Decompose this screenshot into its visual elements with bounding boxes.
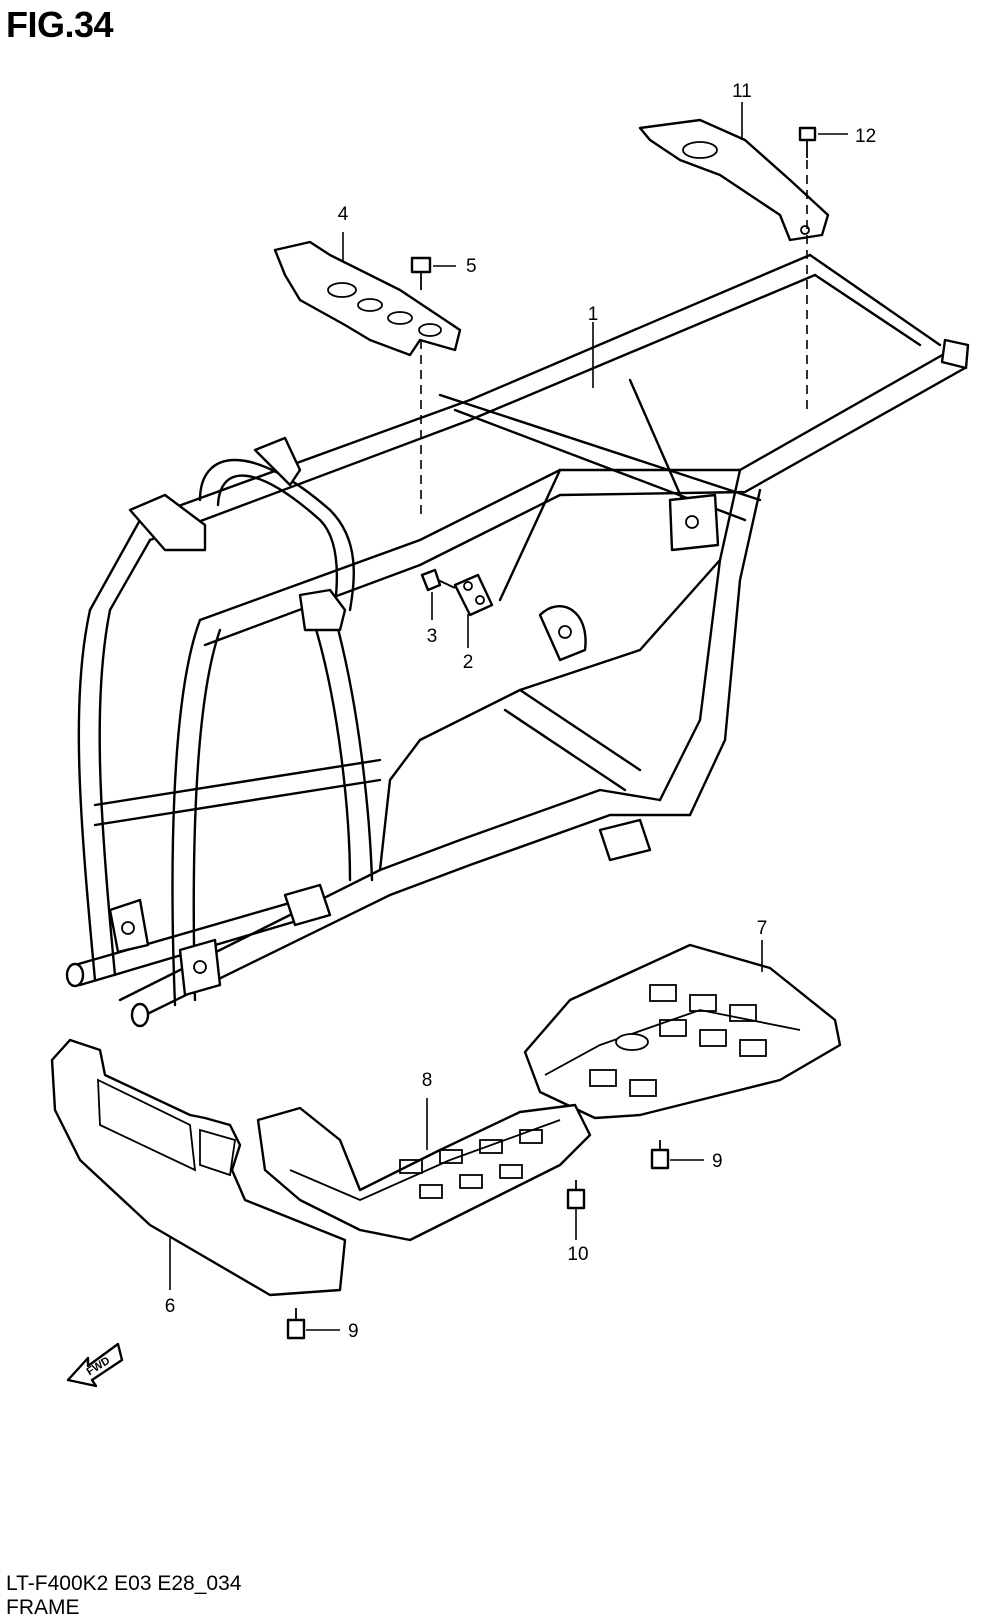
callout-5: 5 [466, 256, 477, 277]
callout-2: 2 [463, 652, 474, 673]
callout-4: 4 [338, 204, 349, 225]
frame-drawing [65, 253, 970, 1028]
leader-lines [169, 102, 848, 1331]
upper-bracket-drawing [273, 240, 462, 520]
callout-3: 3 [427, 626, 438, 647]
callout-1: 1 [588, 304, 599, 325]
callout-11: 11 [732, 81, 752, 102]
callout-12: 12 [855, 126, 876, 147]
callout-6: 6 [165, 1296, 176, 1317]
section-name: FRAME [6, 1596, 80, 1619]
model-code: LT-F400K2 E03 E28_034 [6, 1572, 242, 1595]
callout-7: 7 [757, 918, 768, 939]
front-skid-plate-drawing [256, 1103, 592, 1242]
callout-10: 10 [567, 1244, 588, 1265]
fwd-arrow-icon: FWD [66, 1342, 124, 1388]
callout-9-upper: 9 [712, 1151, 723, 1172]
rear-skid-plate-drawing [523, 943, 842, 1120]
callout-9-lower: 9 [348, 1321, 359, 1342]
callout-8: 8 [422, 1070, 433, 1091]
lower-bolts-drawing [286, 1140, 670, 1340]
rear-bracket-drawing [638, 118, 830, 410]
figure-title: FIG.34 [6, 4, 114, 45]
bolt-and-plate-drawing [420, 568, 494, 617]
front-guard-drawing [50, 1038, 347, 1297]
